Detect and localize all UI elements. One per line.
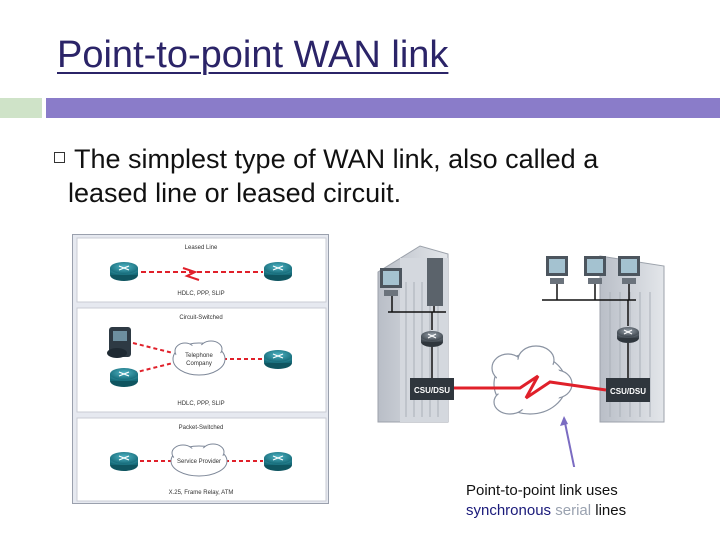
caption-line-2: synchronous serial lines <box>466 501 666 521</box>
bullet-square-icon <box>54 152 65 163</box>
computer-icon <box>380 268 402 296</box>
leased-line-bolt <box>182 267 200 281</box>
telephone-cloud-label-1: Telephone <box>185 353 213 359</box>
right-router-icon <box>617 327 639 343</box>
serial-link-bolt <box>454 374 607 400</box>
router-icon <box>264 452 292 471</box>
service-provider-cloud-icon <box>170 443 228 477</box>
telephone-icon <box>107 327 131 358</box>
telephone-cloud-label-2: Company <box>186 361 212 367</box>
accent-bar-purple <box>46 98 720 118</box>
telephone-company-cloud-icon <box>172 340 226 376</box>
wan-types-svg: Leased Line HDLC, PPP, SLIP Circuit-Swit… <box>76 237 327 502</box>
caption-word-lines: lines <box>595 502 627 519</box>
bullet-line-2: leased line or leased circuit. <box>68 178 402 208</box>
computer-icon <box>618 256 640 284</box>
circuit-switched-title: Circuit-Switched <box>179 315 222 321</box>
left-csu-dsu-device <box>410 378 454 400</box>
server-icon <box>427 258 443 306</box>
wan-types-figure: Leased Line HDLC, PPP, SLIP Circuit-Swit… <box>72 234 329 504</box>
router-icon <box>110 262 138 281</box>
computer-icon <box>584 256 606 284</box>
router-icon <box>110 452 138 471</box>
router-icon <box>110 368 138 387</box>
leased-line-protocols: HDLC, PPP, SLIP <box>177 291 224 297</box>
right-csu-dsu-device <box>606 378 650 402</box>
bullet-text: The simplest type of WAN link, also call… <box>68 142 668 210</box>
leased-line-title: Leased Line <box>185 245 218 251</box>
service-provider-label: Service Provider <box>177 459 221 465</box>
diagram-caption: Point-to-point link uses synchronous ser… <box>466 481 666 521</box>
left-csu-dsu-label: CSU/DSU <box>414 386 450 395</box>
computer-icon <box>546 256 568 284</box>
caption-word-synchronous: synchronous <box>466 502 552 519</box>
router-icon <box>264 262 292 281</box>
slide-title: Point-to-point WAN link <box>57 34 449 76</box>
caption-pointer-arrow <box>563 417 576 467</box>
caption-word-serial: serial <box>555 502 592 519</box>
bullet-line-1: The simplest type of WAN link, also call… <box>74 144 599 174</box>
right-csu-dsu-label: CSU/DSU <box>610 387 646 396</box>
circuit-switched-protocols: HDLC, PPP, SLIP <box>177 401 224 407</box>
router-icon <box>264 350 292 369</box>
packet-switched-title: Packet-Switched <box>179 425 224 431</box>
accent-bar-green <box>0 98 42 118</box>
packet-switched-protocols: X.25, Frame Relay, ATM <box>169 490 234 496</box>
arrowhead-icon <box>560 416 568 426</box>
caption-line-1: Point-to-point link uses <box>466 482 618 499</box>
point-to-point-diagram: CSU/DSU CSU/DSU <box>377 245 665 467</box>
left-router-icon <box>421 331 443 347</box>
